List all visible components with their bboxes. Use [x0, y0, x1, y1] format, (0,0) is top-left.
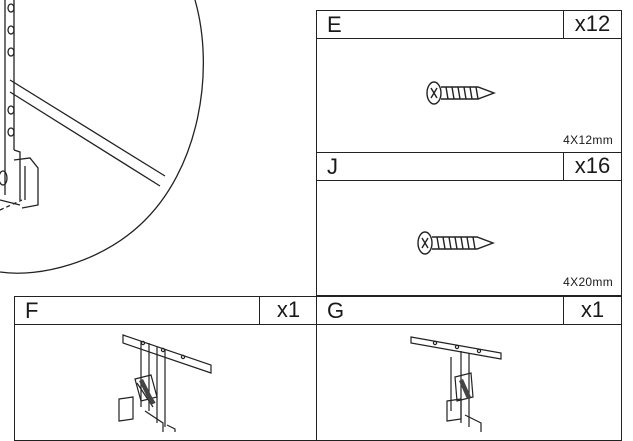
part-header: E x12 [317, 11, 621, 39]
hinge-bracket-icon [410, 336, 502, 432]
screw-icon [426, 81, 496, 105]
part-header: J x16 [317, 153, 621, 181]
part-quantity: x1 [259, 297, 317, 324]
part-card-g: G x1 [316, 296, 622, 441]
detail-illustration [0, 0, 204, 274]
screw-icon [417, 231, 495, 255]
part-size: 4X20mm [563, 275, 613, 289]
part-quantity: x1 [563, 297, 621, 324]
hinge-bracket-icon [118, 334, 212, 432]
part-letter: F [25, 298, 39, 323]
part-header: F x1 [15, 297, 317, 325]
part-letter: E [327, 12, 342, 37]
part-card-f: F x1 [14, 296, 318, 441]
part-header: G x1 [317, 297, 621, 325]
part-card-e: E x12 4X12mm [316, 10, 622, 154]
part-quantity: x16 [563, 153, 621, 180]
part-letter: J [327, 154, 338, 179]
part-card-j: J x16 4X20mm [316, 152, 622, 296]
part-letter: G [327, 298, 345, 323]
part-size: 4X12mm [563, 133, 613, 147]
part-quantity: x12 [563, 11, 621, 38]
